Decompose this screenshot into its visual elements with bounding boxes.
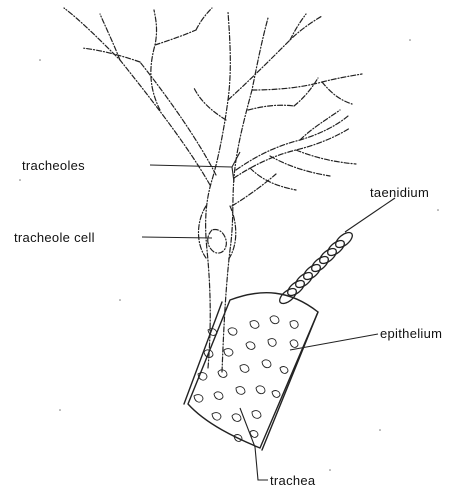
label-taenidium: taenidium [370, 185, 429, 200]
leader-taenidium [345, 198, 395, 232]
taenidium-coil [277, 230, 355, 307]
leader-epithelium [290, 334, 378, 350]
label-trachea: trachea [270, 473, 315, 488]
leader-tracheoles [150, 152, 240, 182]
label-epithelium: epithelium [380, 326, 442, 341]
tracheole-branches [64, 8, 362, 372]
trachea-tube [184, 293, 318, 450]
label-tracheole-cell: tracheole cell [14, 230, 95, 245]
label-tracheoles: tracheoles [22, 158, 85, 173]
leader-tracheole-cell [142, 237, 212, 238]
leader-lines [142, 152, 395, 480]
